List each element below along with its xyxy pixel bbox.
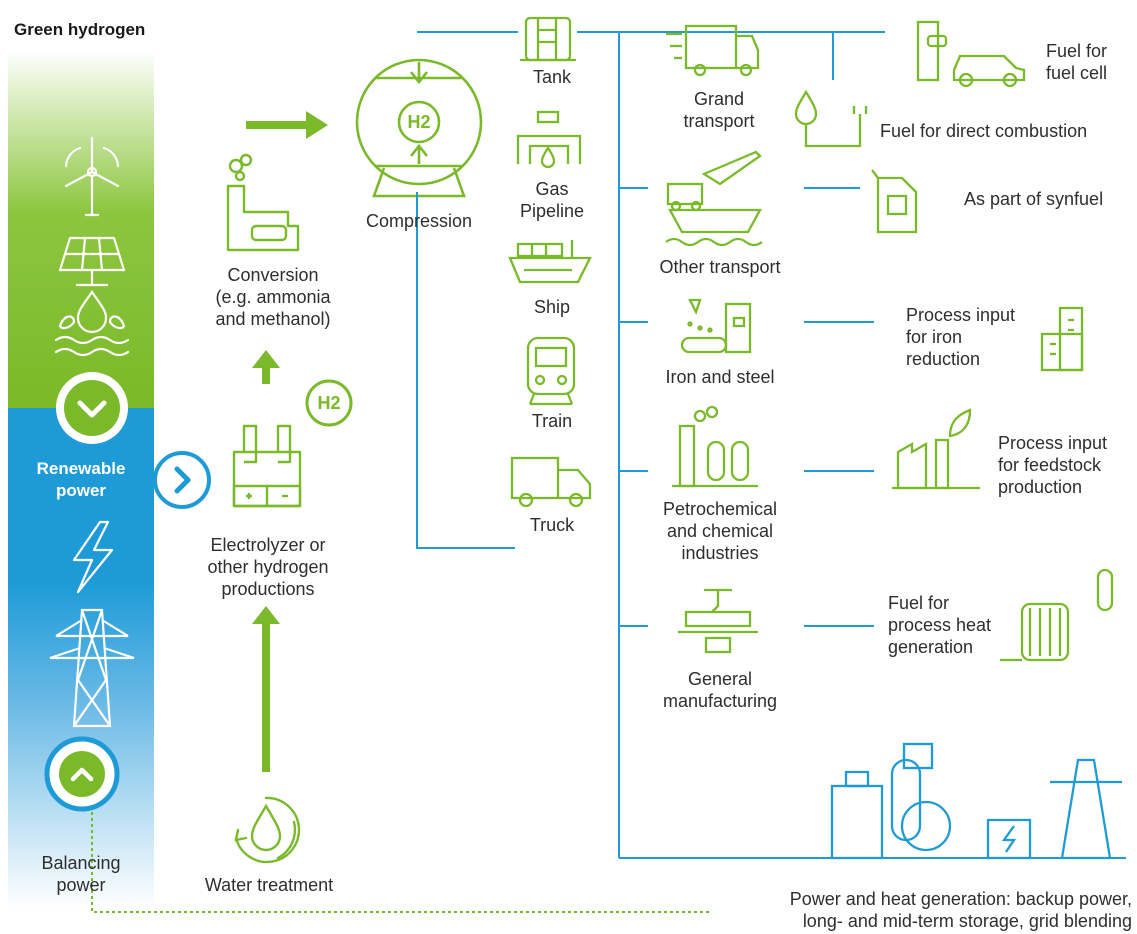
compression-badge-label: H2 bbox=[407, 112, 431, 132]
general-manufacturing-label: General manufacturing bbox=[662, 669, 778, 711]
petrochemical-label: Petrochemical and chemical industries bbox=[662, 499, 778, 563]
feedstock-factory-icon bbox=[892, 408, 980, 490]
lightning-icon bbox=[72, 520, 114, 594]
train-icon bbox=[526, 336, 576, 406]
chevron-right-icon bbox=[153, 451, 211, 509]
green-bar bbox=[8, 52, 154, 408]
fuel-cell-label: Fuel for fuel cell bbox=[1046, 41, 1108, 83]
building-icon bbox=[1040, 306, 1084, 372]
ship-label: Ship bbox=[533, 297, 571, 317]
conversion-label: Conversion (e.g. ammonia and methanol) bbox=[215, 265, 331, 329]
grand-transport-icon bbox=[666, 24, 760, 77]
train-label: Train bbox=[531, 411, 573, 431]
gas-pipeline-label: Gas Pipeline bbox=[519, 179, 585, 221]
compression-label: Compression bbox=[365, 211, 473, 231]
water-drop-icon bbox=[54, 290, 130, 357]
direct-combustion-label: Fuel for direct combustion bbox=[880, 121, 1088, 141]
grand-transport-label: Grand transport bbox=[683, 89, 755, 131]
other-transport-icon bbox=[665, 150, 763, 247]
water-treatment-icon bbox=[234, 796, 301, 864]
electrolyzer-icon bbox=[232, 424, 302, 508]
synfuel-label: As part of synfuel bbox=[964, 189, 1104, 209]
power-pylon-icon bbox=[49, 608, 135, 728]
h2-badge bbox=[305, 379, 353, 427]
h2-badge-label: H2 bbox=[317, 393, 341, 413]
process-heat-label: Fuel for process heat generation bbox=[888, 593, 992, 657]
water-treatment-label: Water treatment bbox=[204, 875, 334, 895]
direct-combustion-icon bbox=[794, 89, 868, 148]
petrochemical-icon bbox=[672, 405, 758, 488]
tank-icon bbox=[520, 16, 576, 62]
renewable-power-label: Renewable power bbox=[36, 459, 126, 500]
truck-icon bbox=[510, 456, 592, 508]
fuel-cell-car-icon bbox=[916, 20, 1026, 88]
tank-label: Tank bbox=[532, 67, 572, 87]
conversion-factory-icon bbox=[226, 153, 300, 252]
iron-steel-label: Iron and steel bbox=[665, 367, 775, 387]
page-title: Green hydrogen bbox=[14, 20, 146, 39]
iron-steel-icon bbox=[680, 298, 752, 354]
connector-lines bbox=[416, 31, 1126, 859]
power-heat-label: Power and heat generation: backup power,… bbox=[789, 889, 1132, 931]
power-plant-icon bbox=[830, 742, 1122, 860]
electrolyzer-label: Electrolyzer or other hydrogen productio… bbox=[207, 535, 329, 599]
balancing-power-label: Balancing power bbox=[41, 853, 121, 895]
feedstock-label: Process input for feedstock production bbox=[998, 433, 1108, 497]
iron-reduction-label: Process input for iron reduction bbox=[906, 305, 1016, 369]
process-heat-icon bbox=[1000, 568, 1114, 662]
wind-turbine-icon bbox=[64, 136, 120, 217]
synfuel-canister-icon bbox=[871, 169, 918, 234]
other-transport-label: Other transport bbox=[659, 257, 781, 277]
flow-arrows bbox=[246, 111, 328, 772]
truck-label: Truck bbox=[529, 515, 575, 535]
solar-panel-icon bbox=[58, 236, 126, 287]
gas-pipeline-icon bbox=[516, 110, 582, 169]
general-manufacturing-icon bbox=[678, 588, 758, 654]
compression-icon bbox=[355, 58, 483, 198]
chevron-down-icon bbox=[64, 380, 120, 436]
chevron-up-icon bbox=[59, 751, 105, 797]
ship-icon bbox=[508, 240, 592, 284]
